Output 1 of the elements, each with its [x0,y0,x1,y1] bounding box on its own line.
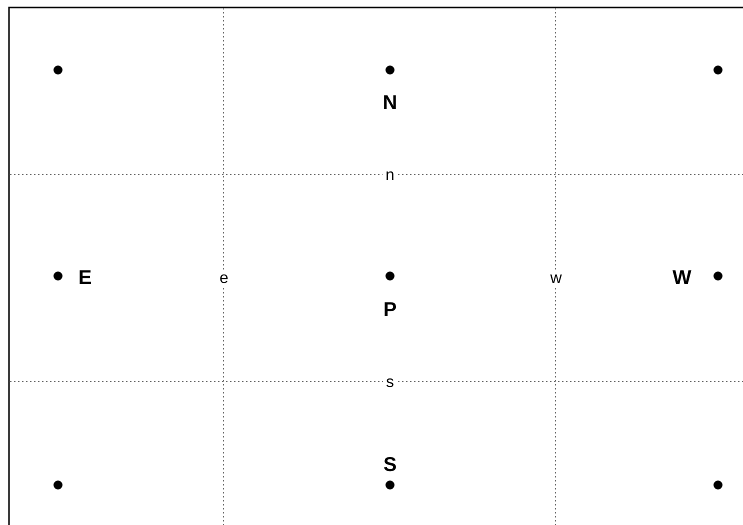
face-label: w [547,270,565,288]
